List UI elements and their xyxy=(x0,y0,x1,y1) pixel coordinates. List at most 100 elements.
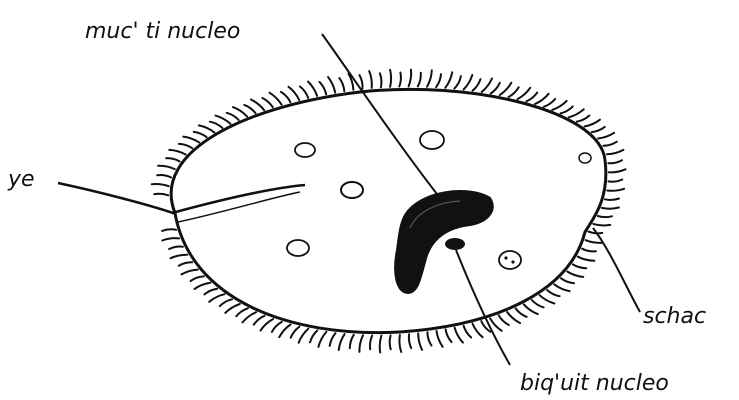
cilium xyxy=(582,249,596,252)
vacuole xyxy=(287,240,309,256)
cilium xyxy=(473,324,483,338)
cilium xyxy=(532,300,544,307)
cilium xyxy=(339,334,345,350)
leader-line-left xyxy=(58,183,176,214)
cilium xyxy=(281,92,290,102)
cilium xyxy=(578,257,595,261)
cilium xyxy=(310,331,317,343)
cilium xyxy=(162,229,176,231)
cilium xyxy=(605,199,619,200)
vacuole xyxy=(499,251,521,269)
cilium xyxy=(607,189,624,191)
cilium xyxy=(569,109,584,117)
cilium xyxy=(370,336,372,350)
cilium xyxy=(320,82,327,94)
cilium xyxy=(455,328,463,343)
cilium xyxy=(169,150,185,155)
cilium xyxy=(390,70,391,87)
label-micronucleus: biq'uit nucleo xyxy=(520,371,669,396)
cilium xyxy=(598,133,614,139)
cilium xyxy=(436,74,441,87)
cilium xyxy=(236,308,248,316)
cilium xyxy=(607,150,623,154)
cilium xyxy=(157,175,171,177)
cilium xyxy=(473,79,481,91)
cilium xyxy=(526,93,537,102)
leader-line-right xyxy=(593,228,640,312)
leader-line-top xyxy=(322,34,440,198)
vacuole xyxy=(579,153,591,163)
cilium xyxy=(427,70,432,86)
cilium xyxy=(152,184,169,186)
cilium xyxy=(561,278,574,283)
label-cilia: schac xyxy=(643,304,706,329)
cilium xyxy=(339,78,344,91)
cilium xyxy=(233,107,247,116)
cilium xyxy=(499,315,509,325)
cilium xyxy=(369,71,372,88)
vacuole xyxy=(420,131,444,149)
cilium xyxy=(183,137,199,143)
oral-groove xyxy=(172,185,305,213)
cilium xyxy=(598,216,612,217)
cilium xyxy=(418,333,422,350)
cilium xyxy=(593,224,610,226)
cilium xyxy=(491,83,500,94)
vacuole-dot xyxy=(511,260,514,263)
cilium xyxy=(270,93,282,105)
vacuole xyxy=(295,143,315,157)
label-oral-groove: ye xyxy=(7,167,35,192)
cilium xyxy=(254,316,265,325)
cilium xyxy=(592,127,605,132)
cilium xyxy=(194,132,207,137)
cilium xyxy=(166,158,180,161)
cilium xyxy=(318,332,326,347)
cilium xyxy=(380,336,382,353)
cilium xyxy=(577,116,590,122)
cilium xyxy=(399,335,401,352)
cilium xyxy=(216,116,231,124)
cilium xyxy=(182,270,198,275)
micronucleus xyxy=(445,238,465,250)
cilium xyxy=(544,99,556,107)
cilium xyxy=(399,73,401,87)
cilium xyxy=(609,169,626,172)
cilium xyxy=(427,332,431,345)
cilium xyxy=(299,329,309,343)
cilium xyxy=(409,70,412,87)
cilium xyxy=(573,264,587,268)
cilium xyxy=(509,87,519,97)
vacuole-dot xyxy=(504,256,507,259)
cilium xyxy=(437,331,443,347)
cilium xyxy=(603,142,616,146)
cilium xyxy=(552,101,566,110)
cilium xyxy=(609,180,623,182)
cilium xyxy=(162,238,179,240)
cilium xyxy=(507,312,520,323)
cilium xyxy=(220,299,232,306)
cilium xyxy=(390,335,391,349)
cilium xyxy=(179,262,193,266)
cilium xyxy=(602,208,619,209)
cilium xyxy=(547,290,560,296)
cilium xyxy=(210,122,223,128)
cilium xyxy=(540,295,555,303)
cilium xyxy=(199,125,215,132)
cilium xyxy=(567,272,583,277)
cilium xyxy=(272,322,282,332)
cilium xyxy=(446,329,452,342)
cilium xyxy=(300,87,308,98)
cilium xyxy=(350,335,354,348)
cilium xyxy=(359,335,363,352)
macronucleus xyxy=(395,191,493,293)
cilium xyxy=(445,72,452,88)
cilium xyxy=(585,120,601,127)
cilium xyxy=(289,87,300,100)
cilium xyxy=(409,334,411,348)
cilium xyxy=(308,82,317,96)
vacuole xyxy=(341,182,363,198)
cilium xyxy=(251,100,264,111)
cilium xyxy=(169,247,183,249)
cilium xyxy=(454,76,461,88)
